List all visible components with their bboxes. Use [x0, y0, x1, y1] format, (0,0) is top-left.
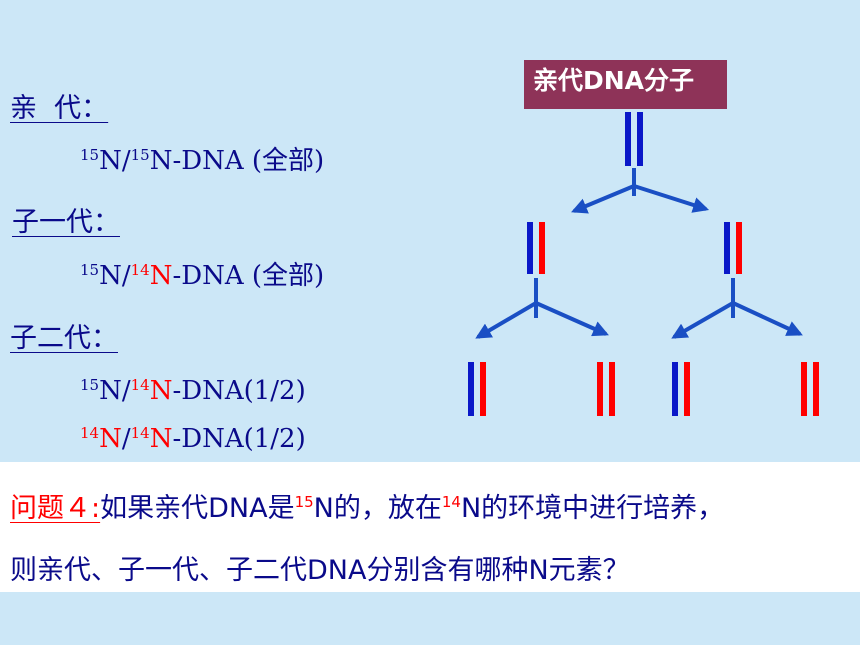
- arrow-parent-left: [571, 184, 635, 214]
- parent-generation-label: 亲 代：: [10, 93, 109, 124]
- parent-dna-label-box: 亲代DNA分子: [524, 60, 727, 109]
- arrow-first-right-right: [732, 301, 803, 336]
- question-line-1: 问题４:如果亲代DNA是15N的，放在14N的环境中进行培养，: [10, 493, 725, 524]
- arrow-first-left-right: [535, 301, 609, 337]
- second-dna-4-strand-2-light: [813, 362, 819, 416]
- question-line-2: 则亲代、子一代、子二代DNA分别含有哪种N元素？: [10, 555, 630, 586]
- question-number: 问题４:: [10, 493, 101, 524]
- parent-dna-label: 亲代DNA分子: [533, 66, 695, 95]
- first-dna-1-strand-1-heavy: [527, 222, 533, 274]
- parent-formula: 15N/15N-DNA (全部): [80, 146, 325, 176]
- parent-dna-1-strand-2-heavy: [637, 112, 643, 166]
- second-dna-3-strand-2-light: [684, 362, 690, 416]
- second-generation-formula-1: 15N/14N-DNA(1/2): [80, 376, 306, 406]
- arrow-parent-right: [633, 184, 710, 213]
- second-dna-2-strand-1-light: [597, 362, 603, 416]
- question-box: 问题４:如果亲代DNA是15N的，放在14N的环境中进行培养， 则亲代、子一代、…: [0, 462, 860, 592]
- arrow-first-right-left: [671, 301, 734, 339]
- first-generation-formula: 15N/14N-DNA (全部): [80, 261, 325, 291]
- second-generation-label: 子二代：: [10, 323, 118, 354]
- second-dna-1-strand-1-heavy: [468, 362, 474, 416]
- second-dna-1-strand-2-light: [480, 362, 486, 416]
- second-dna-4-strand-1-light: [801, 362, 807, 416]
- second-dna-3-strand-1-heavy: [672, 362, 678, 416]
- second-generation-formula-2: 14N/14N-DNA(1/2): [80, 424, 306, 454]
- first-dna-2-strand-2-light: [736, 222, 742, 274]
- first-dna-2-strand-1-heavy: [724, 222, 730, 274]
- first-generation-label: 子一代：: [12, 207, 120, 238]
- arrow-first-left-left: [475, 301, 538, 339]
- parent-dna-1-strand-1-heavy: [625, 112, 631, 166]
- second-dna-2-strand-2-light: [609, 362, 615, 416]
- first-dna-1-strand-2-light: [539, 222, 545, 274]
